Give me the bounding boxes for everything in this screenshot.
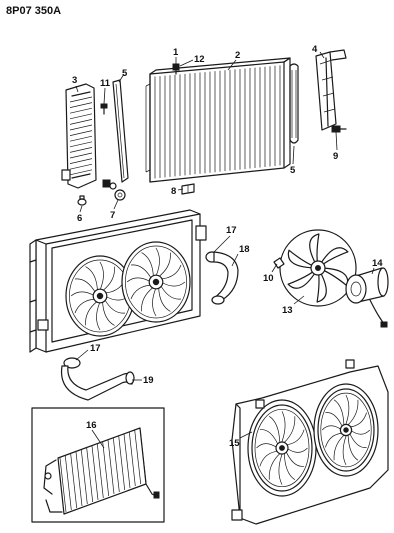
callout-13: 13 [282, 305, 293, 316]
callout-9: 9 [333, 151, 338, 162]
callout-4: 4 [312, 44, 318, 55]
radiator-side-tank [61, 83, 97, 189]
bracket-clip [181, 183, 195, 195]
callout-19: 19 [143, 375, 154, 386]
callout-17-upper: 17 [226, 225, 237, 236]
callout-labels: 1 2 3 4 5 5 6 7 8 9 10 11 12 13 14 15 16… [72, 44, 383, 449]
callout-7: 7 [110, 210, 115, 221]
leader-lines [75, 51, 375, 449]
radiator-outlet-tank [315, 49, 347, 131]
fan-motor [345, 267, 389, 328]
callout-10: 10 [263, 273, 274, 284]
upper-radiator-hose [205, 251, 239, 305]
callout-16: 16 [86, 420, 97, 431]
callout-14: 14 [372, 258, 383, 269]
callout-5-right: 5 [290, 165, 296, 176]
callout-8: 8 [171, 186, 176, 197]
tank-bracket-screw [100, 103, 108, 115]
radiator-core [145, 57, 291, 183]
radiator-fan-assembly [29, 209, 207, 353]
seal-strip-left [112, 79, 129, 183]
tank-fitting [331, 125, 347, 133]
callout-15: 15 [229, 438, 240, 449]
diagram-code: 8P07 350A [6, 5, 61, 17]
callout-1: 1 [173, 47, 179, 58]
seal-strip-right [289, 63, 299, 144]
callout-17-lower: 17 [90, 343, 101, 354]
condenser-inset [31, 407, 165, 523]
callout-12: 12 [194, 54, 205, 65]
fan-shroud-assembly [231, 359, 389, 525]
drain-plug [77, 195, 87, 206]
callout-3: 3 [72, 75, 77, 86]
washer-nut [102, 179, 126, 201]
callout-11: 11 [100, 78, 111, 89]
callout-2: 2 [235, 50, 240, 61]
callout-18: 18 [239, 244, 250, 255]
callout-5-left: 5 [122, 68, 128, 79]
lower-radiator-hose [60, 357, 135, 401]
fan-blade [279, 229, 357, 307]
callout-6: 6 [77, 213, 82, 224]
